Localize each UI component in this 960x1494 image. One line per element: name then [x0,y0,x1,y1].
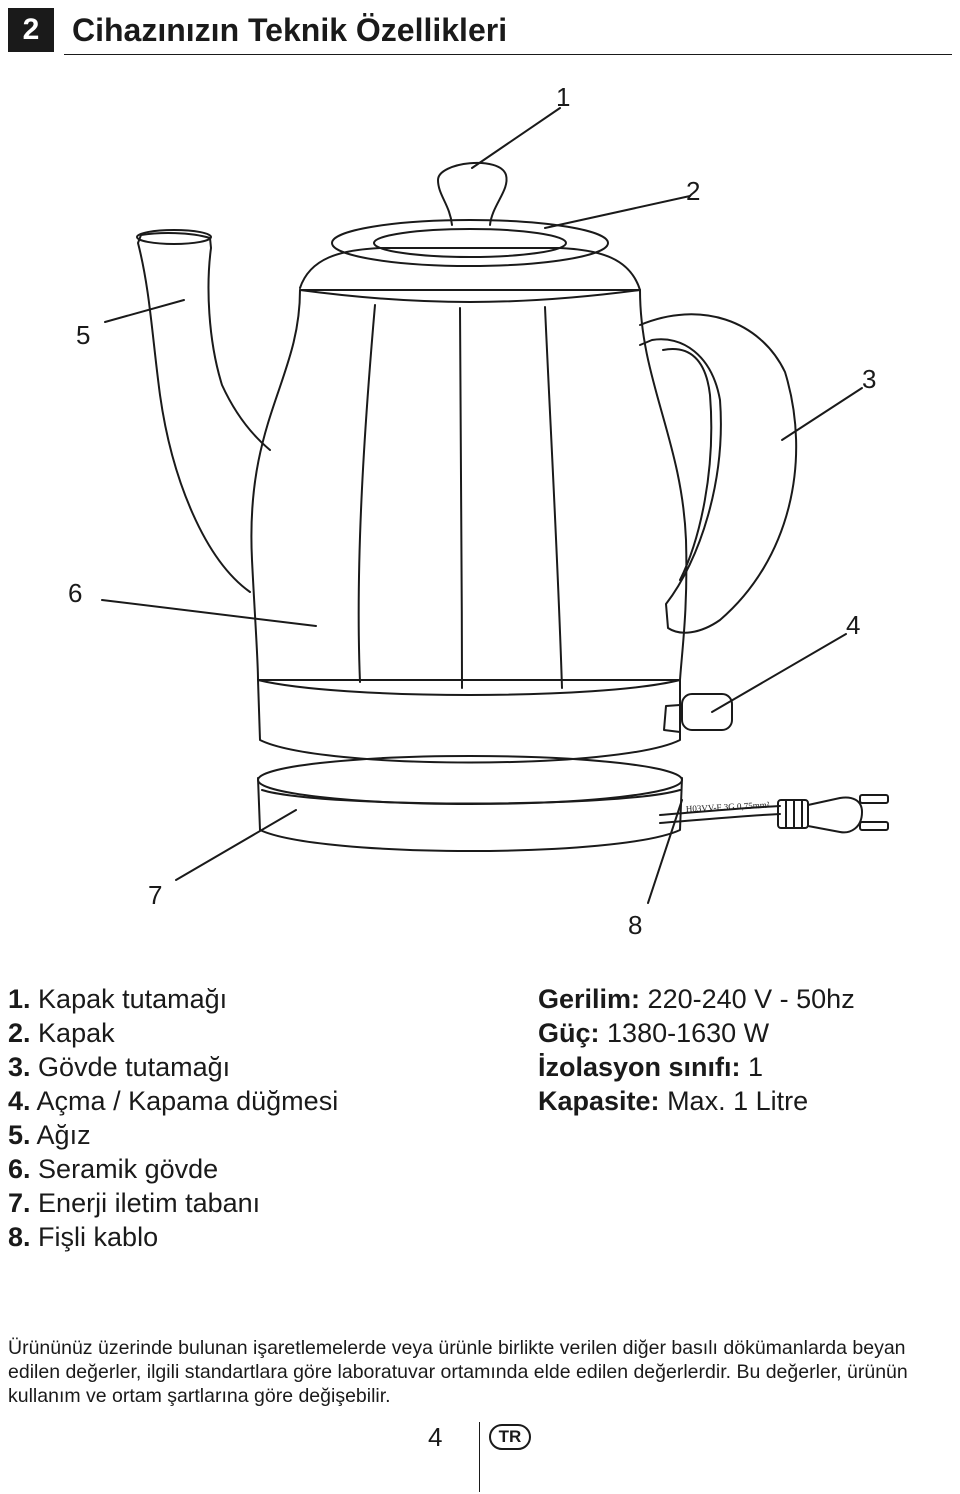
body-base-band [257,679,681,764]
callout-8: 8 [628,910,643,940]
section-number: 2 [8,8,54,52]
parts-list: 1. Kapak tutamağı 2. Kapak 3. Gövde tuta… [8,982,338,1254]
plug [807,796,863,834]
list-item: 3. Gövde tutamağı [8,1052,231,1082]
spec-capacity: Kapasite: Max. 1 Litre [538,1086,809,1116]
disclaimer-note: Ürününüz üzerinde bulunan işaretlemelerd… [8,1337,908,1407]
list-item: 2. Kapak [8,1018,115,1048]
spec-insulation-class: İzolasyon sınıfı: 1 [538,1052,764,1082]
lid [331,219,609,267]
body-shoulder [299,247,641,291]
handle [639,313,798,634]
header-divider [64,54,952,55]
callout-4: 4 [846,610,861,640]
page-title: Cihazınızın Teknik Özellikleri [72,12,508,48]
list-item: 6. Seramik gövde [8,1154,219,1184]
power-cord [659,805,781,816]
body-rim [299,289,641,303]
section-header: 2 Cihazınızın Teknik Özellikleri [8,8,952,55]
list-item: 8. Fişli kablo [8,1222,159,1252]
power-switch [681,693,733,731]
spec-power: Güç: 1380-1630 W [538,1018,770,1048]
spout-tip [136,229,212,245]
footer-divider [479,1422,480,1492]
list-item: 1. Kapak tutamağı [8,984,228,1014]
callout-1: 1 [556,82,571,112]
callout-3: 3 [862,364,877,394]
language-badge: TR [489,1424,531,1450]
cord-marking: H03VV-F 3G 0,75mm² [686,800,770,814]
list-item: 4. Açma / Kapama düğmesi [8,1086,339,1116]
list-item: 5. Ağız [8,1120,91,1150]
callout-7: 7 [148,880,163,910]
lid-inner [373,228,567,258]
page-number: 4 [428,1422,443,1452]
kettle-diagram: H03VV-F 3G 0,75mm² 1 2 3 4 5 6 7 8 [0,60,960,960]
spec-list: Gerilim: 220-240 V - 50hz Güç: 1380-1630… [538,982,855,1118]
spout-outline [137,232,271,593]
spec-voltage: Gerilim: 220-240 V - 50hz [538,984,855,1014]
body-outline [250,289,688,681]
callout-2: 2 [686,176,701,206]
callout-6: 6 [68,578,83,608]
list-item: 7. Enerji iletim tabanı [8,1188,261,1218]
page-footer: 4 TR [0,1414,960,1494]
lid-knob [437,161,508,226]
callout-5: 5 [76,320,91,350]
